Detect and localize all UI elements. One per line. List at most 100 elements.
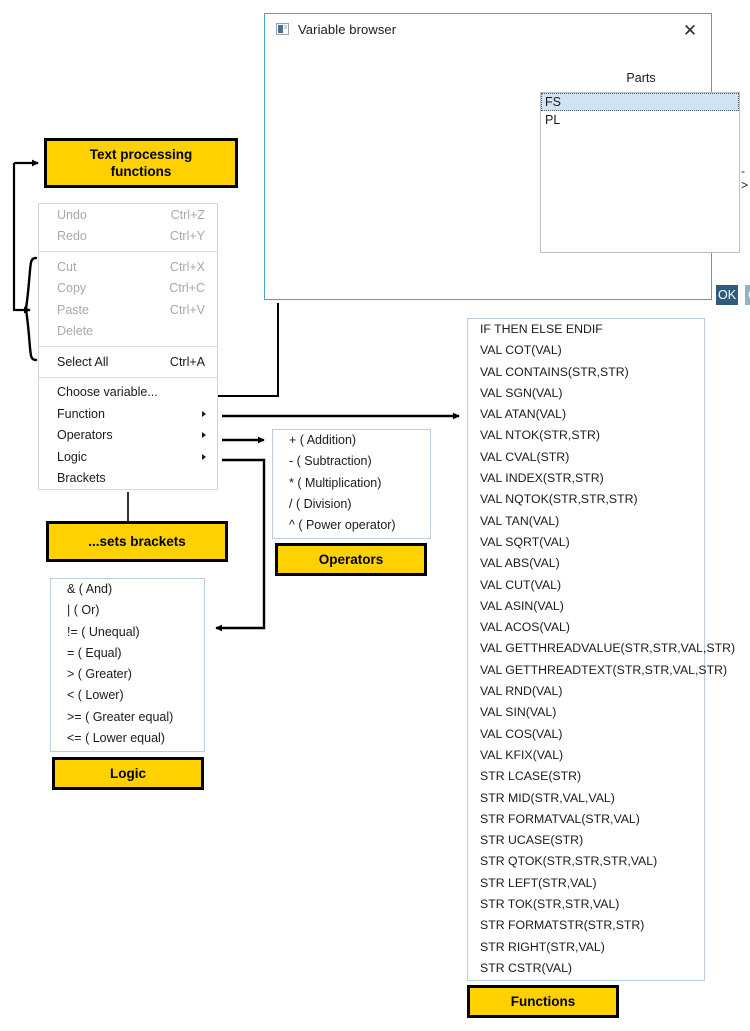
logic-item[interactable]: | ( Or): [67, 603, 100, 618]
callout-functions: Functions: [467, 985, 619, 1018]
functions-item[interactable]: STR CSTR(VAL): [480, 960, 573, 975]
logic-item[interactable]: <= ( Lower equal): [67, 731, 165, 746]
menu-item-accelerator: Ctrl+Y: [169, 229, 205, 244]
menu-item-delete: Delete: [39, 321, 217, 343]
functions-item[interactable]: VAL ASIN(VAL): [480, 598, 564, 613]
callout-sets-brackets: ...sets brackets: [46, 521, 228, 562]
menu-item-label: Undo: [57, 207, 87, 222]
functions-item[interactable]: STR RIGHT(STR,VAL): [480, 939, 605, 954]
logic-item[interactable]: != ( Unequal): [67, 624, 140, 639]
submenu-arrow-icon: [202, 453, 206, 460]
menu-item-choose-variable[interactable]: Choose variable...: [39, 382, 217, 404]
window-icon: [276, 23, 289, 35]
menu-item-label: Copy: [57, 281, 87, 296]
menu-item-operators[interactable]: Operators: [39, 425, 217, 447]
logic-item[interactable]: & ( And): [67, 582, 113, 596]
logic-item[interactable]: = ( Equal): [67, 645, 122, 660]
functions-item[interactable]: VAL INDEX(STR,STR): [480, 471, 604, 486]
functions-item[interactable]: STR QTOK(STR,STR,STR,VAL): [480, 854, 658, 869]
functions-item[interactable]: VAL SIN(VAL): [480, 705, 557, 720]
submenu-arrow-icon: [202, 432, 206, 439]
menu-separator: [39, 251, 217, 252]
menu-item-select-all[interactable]: Select All Ctrl+A: [39, 351, 217, 373]
functions-item[interactable]: VAL NQTOK(STR,STR,STR): [480, 492, 638, 507]
functions-item[interactable]: STR UCASE(STR): [480, 833, 584, 848]
functions-item[interactable]: VAL ATAN(VAL): [480, 407, 567, 422]
close-icon[interactable]: ✕: [682, 20, 698, 40]
callout-line-1: Text processing: [89, 147, 193, 162]
menu-item-undo: Undo Ctrl+Z: [39, 204, 217, 226]
functions-item[interactable]: VAL SGN(VAL): [480, 385, 563, 400]
callout-text-processing-functions: Text processing functions: [44, 138, 238, 188]
functions-item[interactable]: STR FORMATVAL(STR,VAL): [480, 811, 640, 826]
operators-item[interactable]: + ( Addition): [289, 433, 357, 447]
functions-item[interactable]: VAL TAN(VAL): [480, 513, 560, 528]
operators-item[interactable]: / ( Division): [289, 496, 352, 511]
callout-logic: Logic: [52, 757, 204, 790]
menu-item-label: Operators: [57, 428, 113, 443]
menu-item-logic[interactable]: Logic: [39, 446, 217, 468]
ok-button[interactable]: OK: [716, 285, 738, 305]
functions-item[interactable]: VAL CONTAINS(STR,STR): [480, 364, 629, 379]
menu-item-label: Select All: [57, 354, 109, 369]
functions-item[interactable]: VAL CVAL(STR): [480, 449, 570, 464]
operators-item[interactable]: ^ ( Power operator): [289, 518, 396, 533]
functions-item[interactable]: VAL RND(VAL): [480, 684, 563, 699]
parts-list-item[interactable]: PL: [545, 112, 561, 127]
parts-list-item[interactable]: FS: [541, 93, 739, 111]
menu-item-copy: Copy Ctrl+C: [39, 278, 217, 300]
functions-item[interactable]: VAL SQRT(VAL): [480, 534, 570, 549]
functions-item[interactable]: VAL COS(VAL): [480, 726, 563, 741]
callout-operators: Operators: [275, 543, 427, 576]
functions-item[interactable]: STR LCASE(STR): [480, 769, 582, 784]
functions-item[interactable]: VAL KFIX(VAL): [480, 747, 564, 762]
menu-item-label: Function: [57, 406, 105, 421]
menu-item-label: Redo: [57, 229, 87, 244]
functions-item[interactable]: STR TOK(STR,STR,VAL): [480, 897, 620, 912]
functions-submenu: IF THEN ELSE ENDIF VAL COT(VAL) VAL CONTAI…: [467, 318, 736, 981]
functions-item[interactable]: VAL GETTHREADVALUE(STR,STR,VAL,STR): [480, 641, 736, 656]
functions-item[interactable]: VAL CUT(VAL): [480, 577, 562, 592]
functions-item[interactable]: STR MID(STR,VAL,VAL): [480, 790, 615, 805]
functions-item[interactable]: STR FORMATSTR(STR,STR): [480, 918, 645, 933]
operators-item[interactable]: * ( Multiplication): [289, 475, 382, 490]
functions-item[interactable]: VAL GETTHREADTEXT(STR,STR,VAL,STR): [480, 662, 728, 677]
submenu-arrow-icon: [202, 410, 206, 417]
transfer-arrow-marker: ->: [741, 164, 749, 192]
menu-item-brackets[interactable]: Brackets: [39, 468, 217, 490]
functions-item[interactable]: STR LEFT(STR,VAL): [480, 875, 597, 890]
operators-submenu: + ( Addition) - ( Subtraction) * ( Multipl…: [272, 429, 431, 539]
functions-item[interactable]: IF THEN ELSE ENDIF: [480, 322, 603, 336]
parts-label: Parts: [626, 71, 656, 85]
curly-brace-edit-group: [24, 256, 38, 362]
menu-item-accelerator: Ctrl+A: [169, 354, 205, 369]
connector-choose-variable: [218, 303, 279, 397]
menu-item-accelerator: Ctrl+C: [169, 281, 205, 296]
logic-item[interactable]: < ( Lower): [67, 688, 124, 703]
logic-item[interactable]: > ( Greater): [67, 667, 132, 682]
callout-line-2: functions: [110, 164, 172, 179]
menu-item-accelerator: Ctrl+Z: [170, 207, 205, 222]
menu-item-function[interactable]: Function: [39, 403, 217, 425]
menu-separator: [39, 376, 217, 378]
menu-item-redo: Redo Ctrl+Y: [39, 226, 217, 248]
functions-item[interactable]: VAL ABS(VAL): [480, 556, 560, 571]
menu-item-label: Paste: [57, 302, 89, 317]
cancel-button[interactable]: Cancel: [745, 285, 750, 305]
functions-item[interactable]: VAL COT(VAL): [480, 343, 562, 358]
menu-item-label: Cut: [57, 259, 77, 274]
operators-item[interactable]: - ( Subtraction): [289, 454, 372, 469]
connector-text-processing: [12, 159, 39, 314]
functions-item[interactable]: VAL NTOK(STR,STR): [480, 428, 601, 443]
menu-item-label: Logic: [57, 449, 87, 464]
logic-item[interactable]: >= ( Greater equal): [67, 709, 174, 724]
logic-submenu: & ( And) | ( Or) != ( Unequal) = ( Equal) > …: [50, 578, 205, 752]
menu-item-label: Choose variable...: [57, 385, 158, 400]
variable-browser-dialog: Variable browser ✕ Parts Variables of pa…: [264, 13, 750, 305]
menu-separator: [39, 346, 217, 347]
functions-item[interactable]: VAL ACOS(VAL): [480, 620, 570, 635]
